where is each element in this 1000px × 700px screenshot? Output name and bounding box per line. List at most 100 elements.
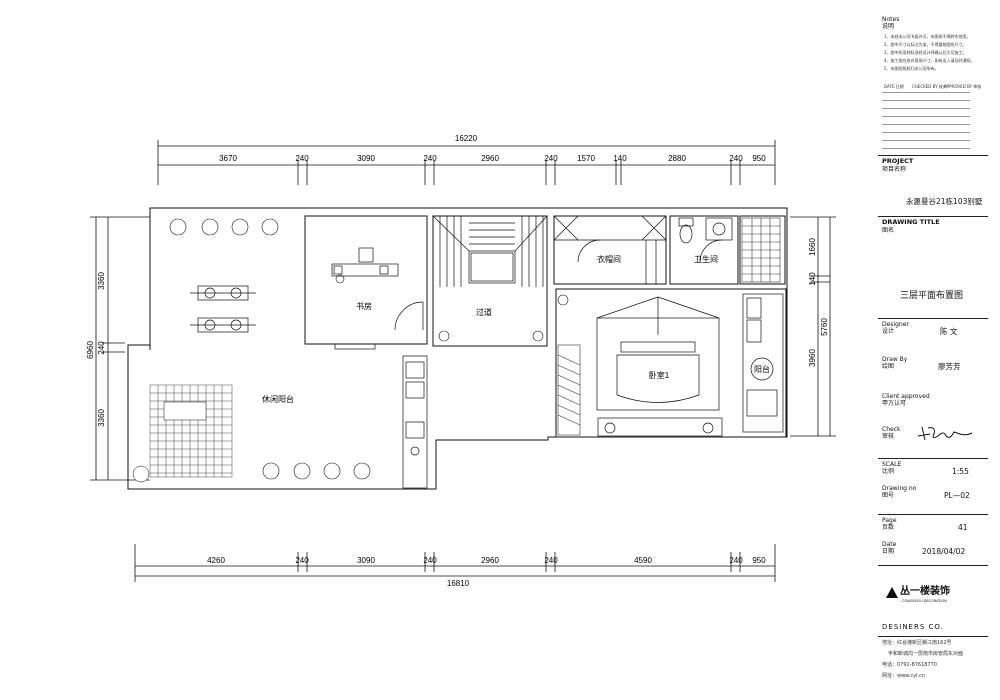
dim-top-5: 240 xyxy=(544,154,558,163)
rev-header-approved: APPROVED BY 审核 xyxy=(944,84,982,89)
dim-right-0: 1660 xyxy=(808,238,817,256)
floor-plan: 16220 3670 240 3090 240 2960 240 1570 14… xyxy=(86,134,836,588)
rev-line xyxy=(882,92,970,93)
designer-label: Designer xyxy=(882,321,909,328)
rev-line xyxy=(882,140,970,141)
dim-top-4: 2960 xyxy=(481,154,499,163)
company-address: 地址：红谷滩新区赣江南162号 xyxy=(882,640,952,646)
date-value: 2018/04/02 xyxy=(922,547,966,556)
drawing-no-label: Drawing no xyxy=(882,485,917,492)
room-label-bedroom: 卧室1 xyxy=(649,370,670,380)
dim-top-7: 140 xyxy=(613,154,627,163)
dim-bottom-0: 4260 xyxy=(207,556,225,565)
room-label-corridor: 过道 xyxy=(476,307,492,317)
dim-top-1: 240 xyxy=(295,154,309,163)
dim-top-0: 3670 xyxy=(219,154,237,163)
scale-label-cn: 比例 xyxy=(882,468,895,475)
dim-bottom-8: 950 xyxy=(752,556,766,565)
drawn-label-cn: 绘图 xyxy=(882,363,895,370)
balcony-furniture xyxy=(742,293,784,433)
divider xyxy=(878,636,988,637)
dim-bottom-4: 2960 xyxy=(481,556,499,565)
top-dimension-labels: 16220 3670 240 3090 240 2960 240 1570 14… xyxy=(219,134,766,163)
designer-value: 陈 文 xyxy=(940,327,958,336)
date-label: Date xyxy=(882,541,897,548)
divider xyxy=(878,216,988,217)
dim-top-total: 16220 xyxy=(455,134,478,143)
page-label-cn: 页数 xyxy=(882,524,895,531)
project-value: 永惠曼谷21栋103别墅 xyxy=(906,197,983,206)
dim-top-9: 240 xyxy=(729,154,743,163)
dim-bottom-7: 240 xyxy=(729,556,743,565)
drawing-no-label-cn: 图号 xyxy=(882,492,895,499)
rev-line xyxy=(882,132,970,133)
note-item: 5、本图纸版权归本公司所有。 xyxy=(884,66,939,71)
deck-hatch xyxy=(132,384,233,483)
title-block: Notes 说明 1、未经本公司书面许可，本图纸不得转作他用， 2、图中尺寸以标… xyxy=(878,10,988,690)
dim-top-6: 1570 xyxy=(577,154,595,163)
top-dimension-lines xyxy=(157,140,776,185)
divider xyxy=(878,565,988,566)
dim-left-0: 3360 xyxy=(97,272,106,290)
bedroom-furniture xyxy=(596,296,723,437)
right-dimension-labels: 1660 140 3960 5760 xyxy=(808,238,829,367)
rev-line xyxy=(882,100,970,101)
scale-label: SCALE xyxy=(882,461,902,468)
rev-line xyxy=(882,124,970,125)
rev-line xyxy=(882,148,970,149)
divider xyxy=(878,155,988,156)
dim-top-8: 2880 xyxy=(668,154,686,163)
drawn-label: Draw By xyxy=(882,356,908,363)
client-label-cn: 甲方认可 xyxy=(882,400,907,407)
company-name-en: DESINERS CO. xyxy=(882,623,944,631)
drawing-title-label-cn: 图名 xyxy=(882,227,895,234)
date-label-cn: 日期 xyxy=(882,548,895,555)
kitchenette xyxy=(402,355,428,489)
dim-right-2: 3960 xyxy=(808,349,817,367)
dim-right-1: 140 xyxy=(808,272,817,286)
room-label-leisure-balcony: 休闲阳台 xyxy=(262,394,294,404)
note-item: 1、未经本公司书面许可，本图纸不得转作他用， xyxy=(884,34,971,39)
wardrobe-hatch xyxy=(557,344,581,436)
rev-line xyxy=(882,116,970,117)
scale-value: 1:55 xyxy=(952,467,969,476)
dim-bottom-1: 240 xyxy=(295,556,309,565)
project-label-cn: 项目名称 xyxy=(882,166,907,173)
note-item: 3、图中所用材料须经设计师确认后方可施工。 xyxy=(884,50,967,55)
page-value: 41 xyxy=(958,523,968,532)
room-label-study: 书房 xyxy=(356,301,372,311)
note-item: 4、施工前应核对现场尺寸，如有出入请及时通知。 xyxy=(884,58,975,63)
signature-icon xyxy=(917,426,973,441)
right-dimension-lines xyxy=(790,216,836,437)
company-phone: 电话：0791-87618770 xyxy=(882,662,937,668)
bottom-dimension-lines xyxy=(134,544,776,582)
dim-top-2: 3090 xyxy=(357,154,375,163)
company-name-cn: 丛一楼装饰 xyxy=(900,586,950,597)
dim-bottom-5: 240 xyxy=(544,556,558,565)
dim-bottom-2: 3090 xyxy=(357,556,375,565)
plants xyxy=(169,218,569,480)
company-name-en-small: CONGYILOU DECORATION xyxy=(902,599,947,603)
dim-left-1: 240 xyxy=(97,341,106,355)
left-dimension-lines xyxy=(90,216,150,481)
notes-label: Notes xyxy=(882,16,900,23)
left-dimension-labels: 6960 3360 240 3360 xyxy=(86,272,106,427)
bottom-dimension-labels: 4260 240 3090 240 2960 240 4590 240 950 … xyxy=(207,556,766,588)
gym-equipment xyxy=(190,285,256,333)
notes-label-cn: 说明 xyxy=(882,23,895,30)
room-label-balcony: 阳台 xyxy=(754,364,770,374)
stair xyxy=(432,215,548,287)
company-address-2: 丰和新城向一层南市房管局东对面 xyxy=(888,651,964,657)
divider xyxy=(878,458,988,459)
client-label: Client approved xyxy=(882,393,930,400)
divider xyxy=(878,514,988,515)
closet-furniture xyxy=(553,215,723,284)
divider xyxy=(878,318,988,319)
room-label-bathroom: 卫生间 xyxy=(694,254,718,264)
check-label-cn: 审核 xyxy=(882,433,895,440)
room-labels: 书房 过道 衣帽间 卫生间 卧室1 阳台 休闲阳台 xyxy=(262,254,770,404)
dim-right-total: 5760 xyxy=(820,318,829,336)
drawing-no-value: PL—02 xyxy=(944,491,970,500)
company-logo-icon xyxy=(886,587,898,598)
bathroom-fixtures xyxy=(678,217,733,244)
